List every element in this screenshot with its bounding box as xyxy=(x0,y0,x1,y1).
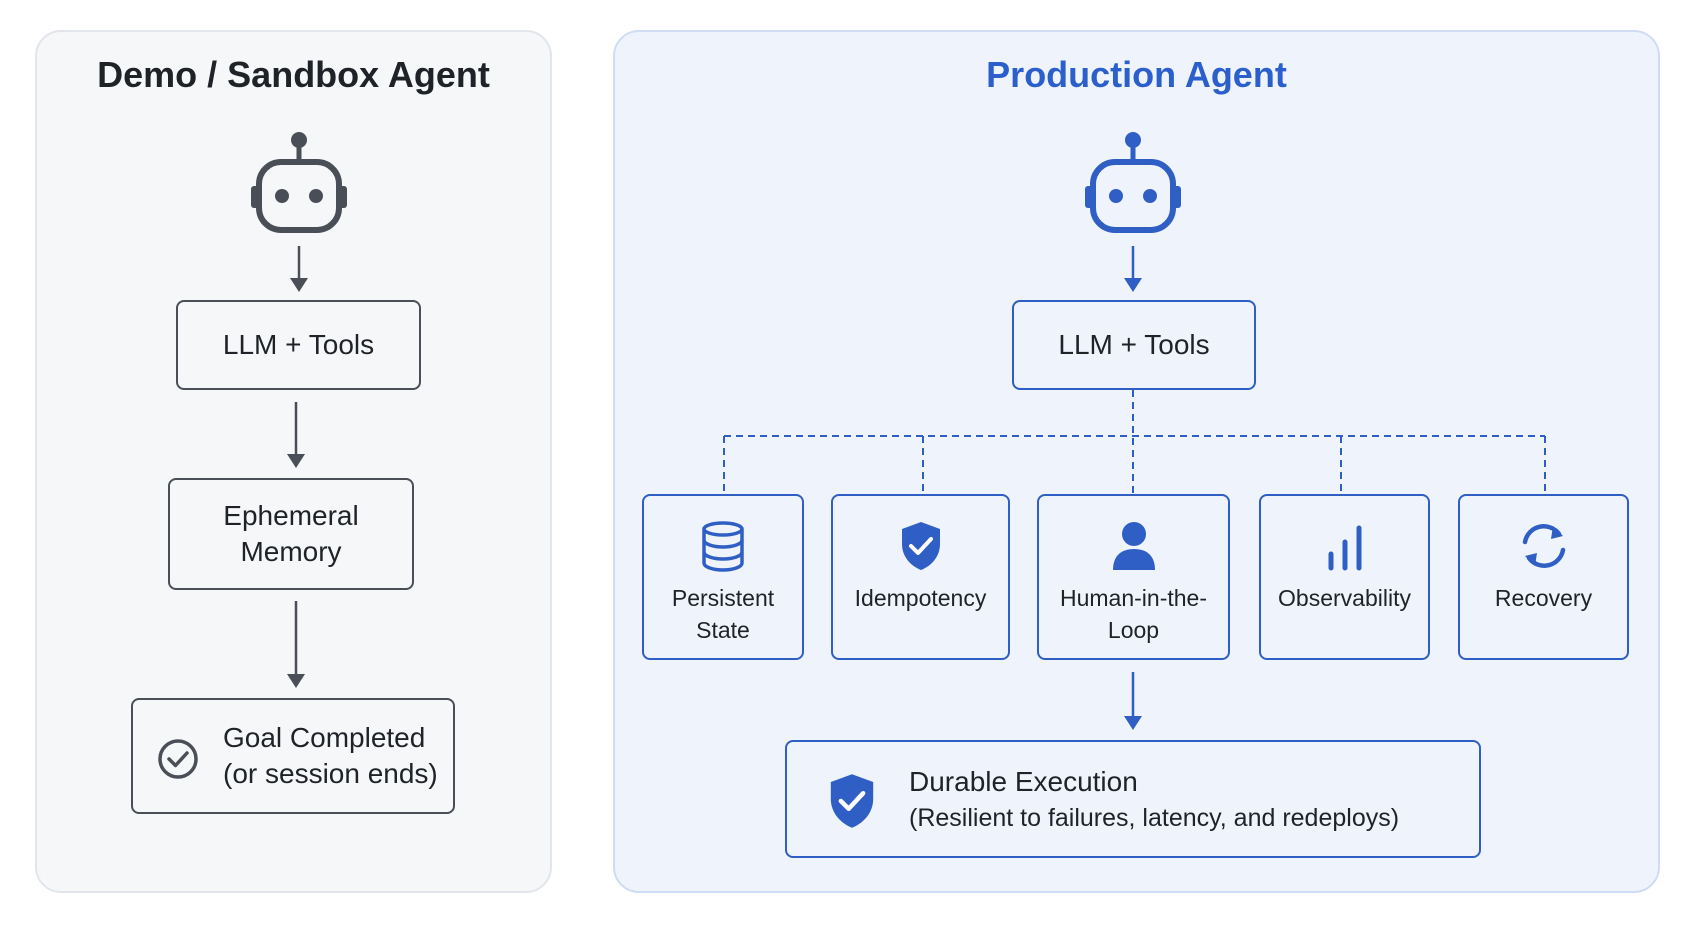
feature-persistent-state-line1: Persistent xyxy=(671,585,775,611)
feature-recovery-label: Recovery xyxy=(1494,585,1593,611)
production-robot-icon xyxy=(1076,130,1190,238)
demo-goal-completed-box: Goal Completed (or session ends) xyxy=(131,698,455,814)
refresh-icon xyxy=(1519,520,1569,580)
demo-panel-title: Demo / Sandbox Agent xyxy=(97,54,490,95)
prod-arrow-features-to-durable xyxy=(1124,672,1142,730)
feature-observability-label: Observability xyxy=(1278,585,1411,611)
demo-arrow-llm-to-memory xyxy=(287,402,305,468)
feature-persistent-state-line2: State xyxy=(696,617,750,643)
shield-check-icon xyxy=(899,520,943,580)
prod-dashed-connectors xyxy=(723,390,1546,494)
feature-human-in-the-loop-line2: Loop xyxy=(1107,617,1160,643)
feature-observability: Observability xyxy=(1259,494,1430,660)
durable-execution-subtitle: (Resilient to failures, latency, and red… xyxy=(909,804,1400,832)
feature-persistent-state: Persistent State xyxy=(642,494,804,660)
demo-llm-tools-label: LLM + Tools xyxy=(222,329,375,360)
demo-goal-label-line2: (or session ends) xyxy=(223,758,438,789)
demo-goal-label-line1: Goal Completed xyxy=(223,722,426,753)
prod-llm-tools-label: LLM + Tools xyxy=(1058,329,1210,360)
feature-human-in-the-loop: Human-in-the- Loop xyxy=(1037,494,1230,660)
demo-memory-label-line1: Ephemeral xyxy=(223,500,359,531)
bar-chart-icon xyxy=(1325,520,1365,580)
feature-idempotency: Idempotency xyxy=(831,494,1010,660)
demo-arrow-memory-to-goal xyxy=(287,601,305,688)
durable-execution-title: Durable Execution xyxy=(909,766,1138,797)
shield-check-icon xyxy=(827,772,877,839)
demo-ephemeral-memory-box: Ephemeral Memory xyxy=(168,478,414,590)
user-icon xyxy=(1111,520,1157,580)
check-circle-icon xyxy=(157,738,199,780)
database-icon xyxy=(700,520,746,580)
prod-llm-tools-box: LLM + Tools xyxy=(1012,300,1256,390)
demo-memory-label-line2: Memory xyxy=(240,536,342,567)
feature-human-in-the-loop-line1: Human-in-the- xyxy=(1060,585,1207,611)
demo-arrow-robot-to-llm xyxy=(290,246,308,292)
durable-execution-box: Durable Execution (Resilient to failures… xyxy=(785,740,1481,858)
feature-idempotency-label: Idempotency xyxy=(854,585,987,611)
demo-llm-tools-box: LLM + Tools xyxy=(176,300,421,390)
production-panel-title: Production Agent xyxy=(986,54,1287,95)
prod-arrow-robot-to-llm xyxy=(1124,246,1142,292)
feature-recovery: Recovery xyxy=(1458,494,1629,660)
demo-robot-icon xyxy=(242,130,356,238)
